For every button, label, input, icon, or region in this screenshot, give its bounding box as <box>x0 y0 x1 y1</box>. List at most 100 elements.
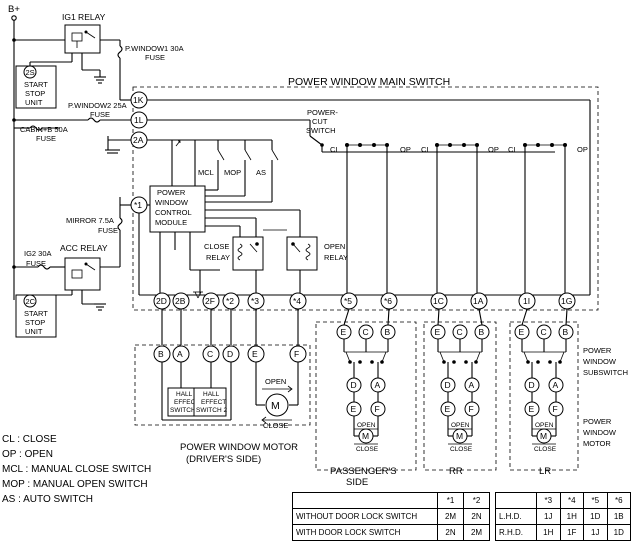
sub-top-passenger-2: B <box>385 327 391 337</box>
sub-open-rr: OPEN <box>451 422 470 429</box>
connector-2d: 2D <box>153 292 171 310</box>
svg-text:START: START <box>24 80 48 89</box>
svg-text:CABIN+B 50A: CABIN+B 50A <box>20 125 68 134</box>
svg-text:*5: *5 <box>344 296 352 306</box>
svg-text:POWER WINDOW MOTOR: POWER WINDOW MOTOR <box>180 442 298 453</box>
svg-text:AS: AS <box>256 168 266 177</box>
svg-text:*6: *6 <box>384 296 392 306</box>
svg-text:WINDOW: WINDOW <box>155 198 189 207</box>
svg-text:SWITCH 2: SWITCH 2 <box>196 407 227 414</box>
connector-star5: *5 <box>340 292 358 310</box>
svg-text:POWER: POWER <box>157 188 186 197</box>
svg-text:PASSENGER'S: PASSENGER'S <box>330 466 397 477</box>
svg-text:HALL: HALL <box>203 391 220 398</box>
sub-close-lr: CLOSE <box>534 446 557 453</box>
svg-text:FUSE: FUSE <box>90 110 110 119</box>
sub-motor-rr-0: E <box>445 404 451 414</box>
svg-text:STOP: STOP <box>25 89 45 98</box>
legend-as: AS : AUTO SWITCH <box>2 494 93 505</box>
svg-text:POWER: POWER <box>583 417 612 426</box>
svg-text:WINDOW: WINDOW <box>583 357 617 366</box>
connector-2f: 2F <box>202 292 220 310</box>
svg-text:(DRIVER'S SIDE): (DRIVER'S SIDE) <box>186 454 261 465</box>
open-relay: OPEN RELAY <box>263 210 348 295</box>
sub-top-lr-1: C <box>541 327 547 337</box>
main-switch-label: POWER WINDOW MAIN SWITCH <box>288 76 450 88</box>
svg-text:P.WINDOW2 25A: P.WINDOW2 25A <box>68 101 127 110</box>
connector-2b: 2B <box>172 292 190 310</box>
sub-close-passenger: CLOSE <box>356 446 379 453</box>
hall-switch-2 <box>193 387 227 417</box>
svg-text:POWER-: POWER- <box>307 108 338 117</box>
svg-text:OP: OP <box>488 145 499 154</box>
sub-motor-symbol-rr: M <box>456 431 463 441</box>
svg-text:CUT: CUT <box>312 117 328 126</box>
dm-conn-d: D <box>227 349 233 359</box>
control-module: POWER WINDOW CONTROL MODULE <box>149 185 300 295</box>
svg-text:ACC RELAY: ACC RELAY <box>60 243 108 253</box>
sub-mid-passenger-0: D <box>351 380 357 390</box>
sub-open-lr: OPEN <box>535 422 554 429</box>
main-switch-box <box>132 86 599 311</box>
sub-top-lr-0: E <box>519 327 525 337</box>
connector-star4: *4 <box>289 292 307 310</box>
sub-open-passenger: OPEN <box>357 422 376 429</box>
svg-text:EFFECT: EFFECT <box>174 399 199 406</box>
main-switch-rails <box>147 99 591 295</box>
svg-text:FUSE: FUSE <box>36 134 56 143</box>
pwindow1-fuse: P.WINDOW1 30A FUSE <box>117 40 184 87</box>
sub-motor-lr-1: F <box>553 404 558 414</box>
connector-2a: 2A <box>133 135 144 145</box>
driver-motor-box: B A C D E F HALL EFFECT SWITCH 1 HALL EF… <box>134 309 311 465</box>
svg-text:RELAY: RELAY <box>206 253 230 262</box>
dm-conn-a: A <box>177 349 183 359</box>
dm-conn-e: E <box>252 349 258 359</box>
svg-text:WINDOW: WINDOW <box>583 428 617 437</box>
svg-text:CLOSE: CLOSE <box>263 421 288 430</box>
main-left-connectors: 1K 1L P.WINDOW2 25A FUSE CABIN+B 50A FUS… <box>14 87 148 154</box>
ssu-bottom-code: 2C <box>26 297 36 306</box>
svg-text:RELAY: RELAY <box>324 253 348 262</box>
dm-conn-b: B <box>158 349 164 359</box>
svg-text:MCL: MCL <box>198 168 214 177</box>
svg-text:FUSE: FUSE <box>26 259 46 268</box>
svg-text:1I: 1I <box>523 296 530 306</box>
sub-mid-lr-1: A <box>553 380 559 390</box>
motor-m: M <box>271 400 280 412</box>
dm-conn-c: C <box>207 349 213 359</box>
svg-text:FUSE: FUSE <box>98 226 118 235</box>
connector-star6: *6 <box>380 292 398 310</box>
svg-text:1G: 1G <box>561 296 572 306</box>
svg-text:RR: RR <box>449 466 463 477</box>
svg-text:2B: 2B <box>175 296 186 306</box>
power-cut-switch: POWER- CUT SWITCH <box>306 108 555 153</box>
svg-text:SWITCH: SWITCH <box>306 126 336 135</box>
svg-text:CL: CL <box>421 145 431 154</box>
svg-text:*3: *3 <box>251 296 259 306</box>
sub-top-passenger-0: E <box>341 327 347 337</box>
sub-motor-rr-1: F <box>469 404 474 414</box>
svg-text:FUSE: FUSE <box>145 53 165 62</box>
legend-mcl: MCL : MANUAL CLOSE SWITCH <box>2 464 152 475</box>
sub-motor-symbol-passenger: M <box>362 431 369 441</box>
svg-text:IG2 30A: IG2 30A <box>24 249 52 258</box>
svg-text:SIDE: SIDE <box>346 477 368 488</box>
svg-text:MIRROR 7.5A: MIRROR 7.5A <box>66 216 114 225</box>
svg-text:CL: CL <box>330 145 340 154</box>
svg-text:OPEN: OPEN <box>324 242 345 251</box>
svg-text:POWER: POWER <box>583 346 612 355</box>
svg-text:STOP: STOP <box>25 318 45 327</box>
svg-text:OP: OP <box>577 145 588 154</box>
sub-mid-lr-0: D <box>529 380 535 390</box>
start-stop-unit-bottom: 2C START STOP UNIT <box>15 294 57 338</box>
svg-text:*2: *2 <box>226 296 234 306</box>
ig1-relay: IG1 RELAY <box>14 12 120 84</box>
switch-group-lr: CL OP <box>508 143 588 295</box>
svg-text:CLOSE: CLOSE <box>204 242 229 251</box>
svg-text:1A: 1A <box>473 296 484 306</box>
ssu-top-code: 2S <box>26 68 35 77</box>
